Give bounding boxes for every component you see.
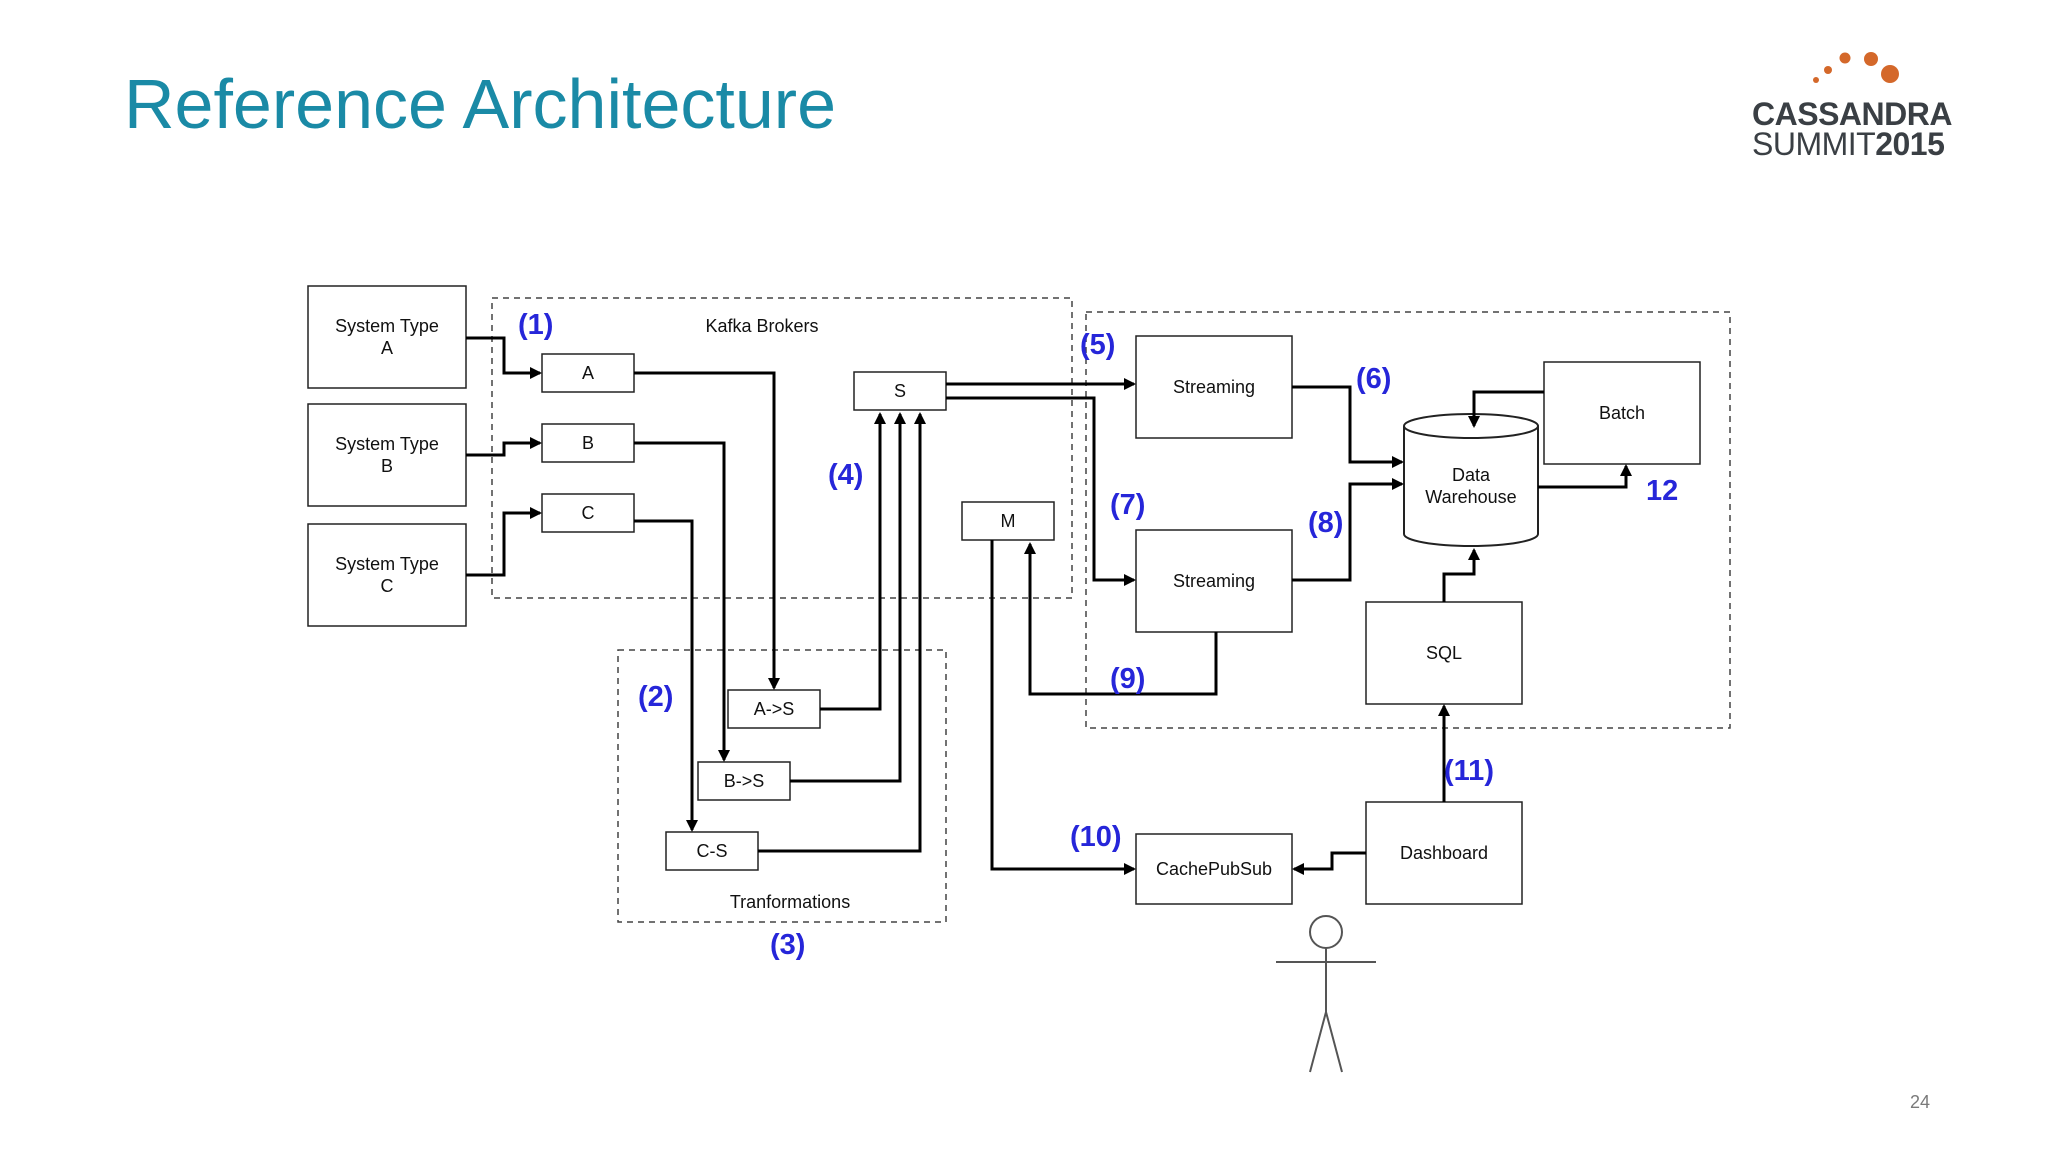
transform-c-s-label: C-S	[697, 841, 728, 861]
page-number: 24	[1910, 1092, 1931, 1112]
system-type-b-line1: System Type	[335, 434, 439, 454]
topic-b-label: B	[582, 433, 594, 453]
transform-b-s-label: B->S	[724, 771, 765, 791]
topic-s-box: S	[853, 371, 947, 411]
transform-a-s-box: A->S	[727, 689, 821, 729]
arrow-topic-s-to-streaming-2	[946, 396, 1136, 586]
page-title: Reference Architecture	[124, 65, 837, 143]
logo-year: 2015	[1875, 126, 1945, 162]
processing-group	[1085, 311, 1731, 729]
arrow-system-b-to-topic-b	[466, 437, 542, 457]
kafka-brokers-group	[491, 297, 1073, 599]
transformations-group	[617, 649, 947, 923]
topic-c-label: C	[582, 503, 595, 523]
system-type-a-line1: System Type	[335, 316, 439, 336]
logo-dots-icon	[1813, 52, 1899, 83]
system-type-b-line2: B	[381, 456, 393, 476]
cache-pubsub-label: CachePubSub	[1156, 859, 1272, 879]
system-type-b-box: System Type B	[307, 403, 467, 507]
kafka-brokers-label: Kafka Brokers	[705, 316, 818, 336]
sql-box: SQL	[1365, 601, 1523, 705]
arrow-topic-a-to-transform	[634, 371, 780, 690]
cache-pubsub-box: CachePubSub	[1135, 833, 1293, 905]
system-type-c-line1: System Type	[335, 554, 439, 574]
streaming-box-2: Streaming	[1135, 529, 1293, 633]
step-label-7: (7)	[1110, 489, 1145, 521]
system-type-a-line2: A	[381, 338, 393, 358]
topic-b-box: B	[541, 423, 635, 463]
arrow-b-s-to-topic-s	[790, 412, 906, 783]
logo-text-cassandra: CASSANDRA	[1752, 96, 1952, 132]
topic-c-box: C	[541, 493, 635, 533]
arrow-topic-c-to-transform	[634, 519, 698, 832]
connectors	[466, 336, 1632, 875]
system-type-c-box: System Type C	[307, 523, 467, 627]
transform-a-s-label: A->S	[754, 699, 795, 719]
arrow-a-s-to-topic-s	[820, 412, 886, 711]
sql-label: SQL	[1426, 643, 1462, 663]
streaming-1-label: Streaming	[1173, 377, 1255, 397]
step-label-4: (4)	[828, 459, 863, 491]
step-label-1: (1)	[518, 309, 553, 341]
step-label-6: (6)	[1356, 363, 1391, 395]
step-label-3: (3)	[770, 929, 805, 961]
arrow-system-c-to-topic-c	[466, 507, 542, 577]
topic-m-label: M	[1001, 511, 1016, 531]
arrow-batch-to-dw	[1468, 390, 1544, 428]
step-label-10: (10)	[1070, 821, 1122, 853]
logo-text-summit: SUMMIT2015	[1752, 126, 1945, 163]
logo-summit-word: SUMMIT	[1752, 126, 1876, 162]
arrow-system-a-to-topic-a	[466, 336, 542, 379]
step-label-11: (11)	[1444, 755, 1494, 787]
batch-label: Batch	[1599, 403, 1645, 423]
streaming-box-1: Streaming	[1135, 335, 1293, 439]
topic-a-box: A	[541, 353, 635, 393]
data-warehouse-cylinder: Data Warehouse	[1403, 413, 1539, 547]
system-type-c-line2: C	[381, 576, 394, 596]
arrow-topic-m-to-cache	[990, 540, 1136, 875]
arrow-c-s-to-topic-s	[758, 412, 926, 853]
arrow-streaming-1-to-dw	[1292, 385, 1404, 468]
transform-b-s-box: B->S	[697, 761, 791, 801]
topic-m-box: M	[961, 501, 1055, 541]
dashboard-label: Dashboard	[1400, 843, 1488, 863]
arrow-dw-to-batch	[1538, 464, 1632, 489]
step-label-12: 12	[1646, 475, 1678, 507]
arrow-streaming-2-to-topic-m	[1024, 542, 1218, 696]
arrow-streaming-2-to-dw	[1292, 478, 1404, 582]
step-label-5: (5)	[1080, 329, 1115, 361]
user-stick-figure-icon	[1276, 915, 1376, 1073]
batch-box: Batch	[1543, 361, 1701, 465]
arrow-dashboard-to-cache	[1292, 851, 1366, 875]
data-warehouse-line2: Warehouse	[1425, 487, 1516, 507]
arrow-topic-b-to-transform	[634, 441, 730, 762]
topic-s-label: S	[894, 381, 906, 401]
arrow-sql-to-dw	[1442, 548, 1480, 602]
step-label-9: (9)	[1110, 663, 1145, 695]
system-type-a-box: System Type A	[307, 285, 467, 389]
dashboard-box: Dashboard	[1365, 801, 1523, 905]
topic-a-label: A	[582, 363, 594, 383]
cassandra-summit-logo: CASSANDRA SUMMIT2015	[1750, 48, 1960, 163]
step-label-2: (2)	[638, 681, 673, 713]
streaming-2-label: Streaming	[1173, 571, 1255, 591]
transform-c-s-box: C-S	[665, 831, 759, 871]
step-label-8: (8)	[1308, 507, 1343, 539]
data-warehouse-line1: Data	[1452, 465, 1491, 485]
transformations-label: Tranformations	[730, 892, 850, 912]
